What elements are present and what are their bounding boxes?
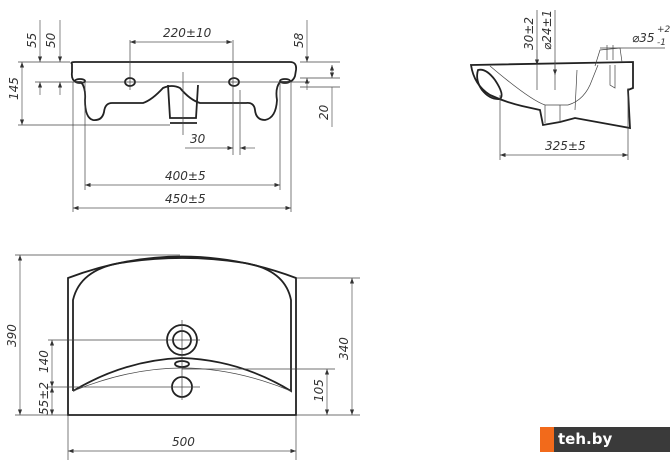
dim-35-tol-lower: -1 — [657, 38, 666, 48]
side-view-outline — [469, 61, 634, 130]
dim-325: 325±5 — [545, 139, 586, 153]
front-view-outline — [70, 61, 298, 121]
dim-diameter-35: ⌀35 — [632, 31, 655, 45]
dim-390: 390 — [5, 324, 19, 347]
dim-50: 50 — [44, 32, 58, 48]
basin-inner-outline — [72, 257, 292, 393]
dim-105: 105 — [312, 379, 326, 402]
dim-55: 55 — [25, 33, 39, 48]
dim-500: 500 — [172, 435, 195, 449]
dim-diameter-24: ⌀24±1 — [540, 10, 554, 50]
dim-55pm2: 55±2 — [37, 382, 51, 415]
dim-35-tol-upper: +2 — [657, 25, 670, 35]
dim-58: 58 — [292, 32, 306, 48]
dim-140: 140 — [37, 350, 51, 373]
top-view: 390 140 55±2 340 105 500 — [5, 254, 360, 460]
watermark-logo: teh.by — [540, 427, 670, 452]
dim-145: 145 — [7, 77, 21, 100]
dim-30: 30 — [190, 132, 206, 146]
dim-30pm2: 30±2 — [522, 17, 536, 50]
dim-220: 220±10 — [163, 26, 212, 40]
side-view: 30±2 ⌀24±1 ⌀35 +2 -1 325±5 — [469, 10, 670, 160]
dim-340: 340 — [337, 337, 351, 360]
dim-400: 400±5 — [165, 169, 206, 183]
logo-text: teh.by — [554, 427, 670, 452]
logo-mark-icon — [540, 427, 556, 452]
front-view: 220±10 145 55 50 58 20 30 400±5 450±5 — [7, 20, 340, 212]
dim-450: 450±5 — [165, 192, 206, 206]
dim-20: 20 — [317, 104, 331, 120]
